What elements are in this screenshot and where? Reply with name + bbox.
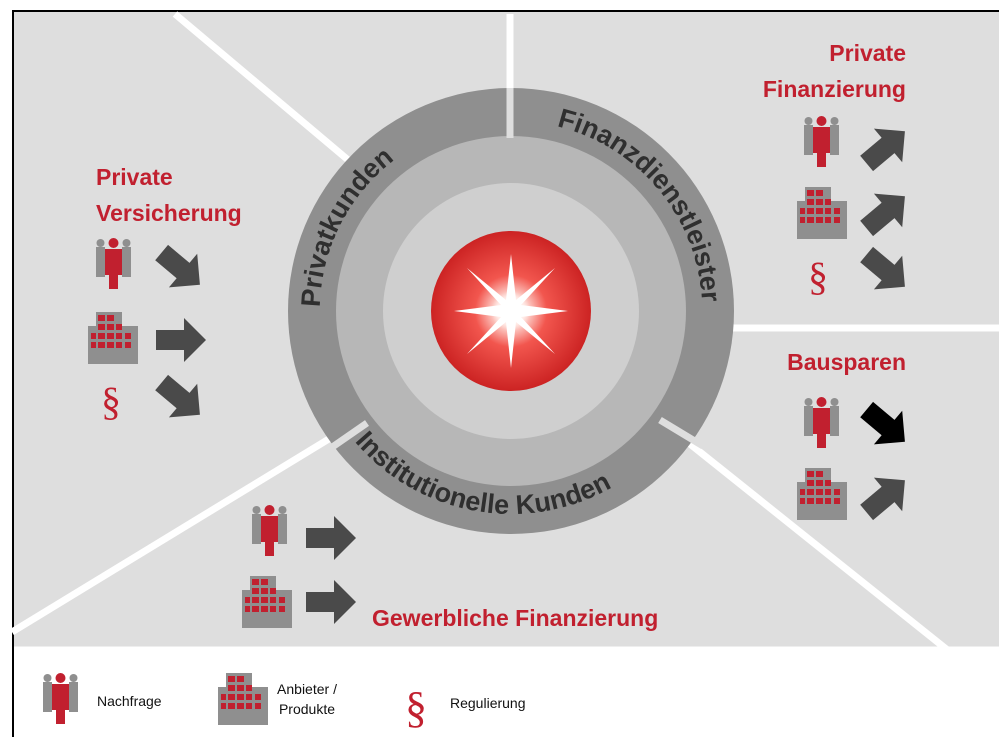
divider-lines (10, 11, 1005, 663)
legend-anbieter-2: Produkte (279, 701, 335, 717)
paragraph-icon: § (101, 379, 121, 424)
paragraph-icon: § (808, 254, 828, 299)
group-private-finanzierung: Private Finanzierung § (763, 40, 920, 304)
legend-anbieter-1: Anbieter / (277, 681, 337, 697)
starburst-icon (454, 254, 568, 368)
ring-separators (326, 88, 705, 453)
legend-nachfrage: Nachfrage (97, 693, 162, 709)
group-bausparen: Bausparen (787, 349, 920, 530)
paragraph-icon: § (405, 683, 427, 732)
group-gewerbliche-finanzierung: Gewerbliche Finanzierung (242, 505, 658, 631)
legend: Nachfrage Anbieter / Produkte § Regulier… (43, 673, 526, 732)
group-private-versicherung: Private Versicherung § (88, 164, 242, 432)
label-private-versicherung-2: Versicherung (96, 200, 242, 226)
person-icon (43, 673, 78, 724)
label-private-finanzierung-2: Finanzierung (763, 76, 906, 102)
building-icon (218, 673, 268, 725)
label-private-versicherung-1: Private (96, 164, 173, 190)
diagram-frame (12, 10, 999, 737)
label-private-finanzierung-1: Private (829, 40, 906, 66)
legend-regulierung: Regulierung (450, 695, 526, 711)
label-gewerbliche-finanzierung: Gewerbliche Finanzierung (372, 605, 658, 631)
label-bausparen: Bausparen (787, 349, 906, 375)
